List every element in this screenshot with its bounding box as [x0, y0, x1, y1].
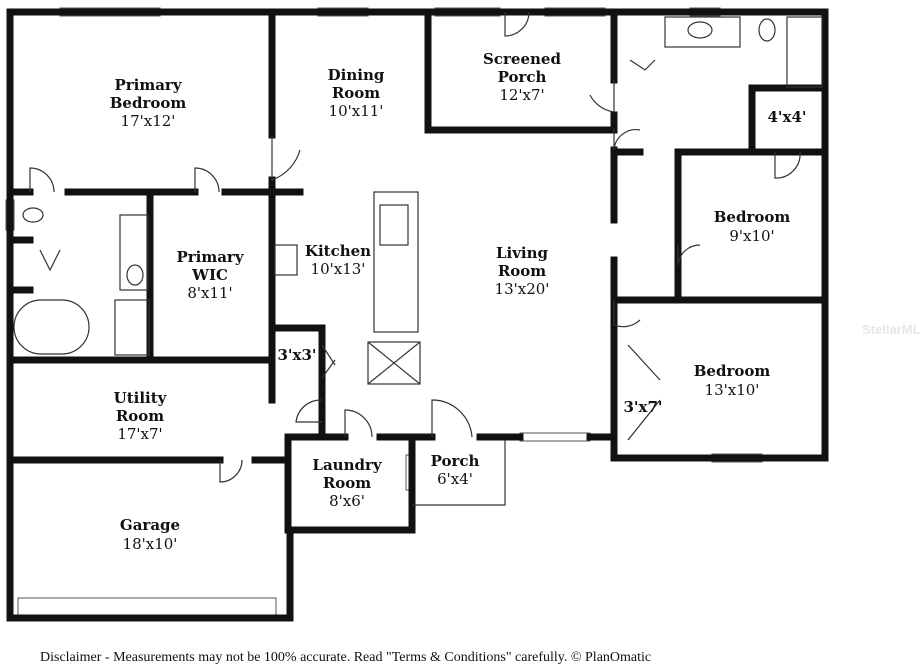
- laundry-dim: 8'x6': [329, 492, 365, 510]
- kitchen-label: Kitchen: [305, 242, 371, 260]
- porch-outline: [412, 440, 506, 506]
- living-room-label: Living: [496, 244, 549, 262]
- closet-4x4-label: 4'x4': [767, 108, 806, 126]
- garage-label: Garage: [120, 516, 180, 534]
- bedroom-1-label: Bedroom: [714, 208, 791, 226]
- closet-3x7-label: 3'x7': [623, 398, 662, 416]
- laundry-label: Laundry: [312, 456, 382, 474]
- dining-dim: 10'x11': [329, 102, 384, 120]
- primary-wic-dim: 8'x11': [187, 284, 232, 302]
- disclaimer: Disclaimer - Measurements may not be 100…: [40, 650, 652, 665]
- living-room-dim: 13'x20': [495, 280, 550, 298]
- screened-porch-dim: 12'x7': [499, 86, 544, 104]
- living-room-label-2: Room: [498, 262, 546, 280]
- kitchen-dim: 10'x13': [311, 260, 366, 278]
- primary-wic-label: Primary: [176, 248, 244, 266]
- fixtures: [13, 16, 823, 385]
- screened-porch-label-2: Porch: [498, 68, 547, 86]
- utility-label-2: Room: [116, 407, 164, 425]
- walls: [6, 8, 829, 622]
- watermark: StellarMLS: [862, 322, 920, 337]
- utility-label: Utility: [114, 389, 168, 407]
- bedroom-2-label: Bedroom: [694, 362, 771, 380]
- bedroom-2-dim: 13'x10': [705, 381, 760, 399]
- doors: [29, 11, 801, 483]
- screened-porch-label: Screened: [483, 50, 561, 68]
- porch-label: Porch: [431, 452, 480, 470]
- closet-3x3-label: 3'x3': [277, 346, 316, 364]
- primary-bedroom-label-2: Bedroom: [110, 94, 187, 112]
- primary-bedroom-label: Primary: [114, 76, 182, 94]
- bedroom-1-dim: 9'x10': [729, 227, 774, 245]
- primary-bedroom-dim: 17'x12': [121, 112, 176, 130]
- dining-label-2: Room: [332, 84, 380, 102]
- utility-dim: 17'x7': [117, 425, 162, 443]
- primary-wic-label-2: WIC: [191, 266, 228, 284]
- dining-label: Dining: [328, 66, 385, 84]
- laundry-label-2: Room: [323, 474, 371, 492]
- room-labels: Primary Bedroom 17'x12' Dining Room 10'x…: [110, 50, 807, 553]
- porch-dim: 6'x4': [437, 470, 473, 488]
- garage-dim: 18'x10': [123, 535, 178, 553]
